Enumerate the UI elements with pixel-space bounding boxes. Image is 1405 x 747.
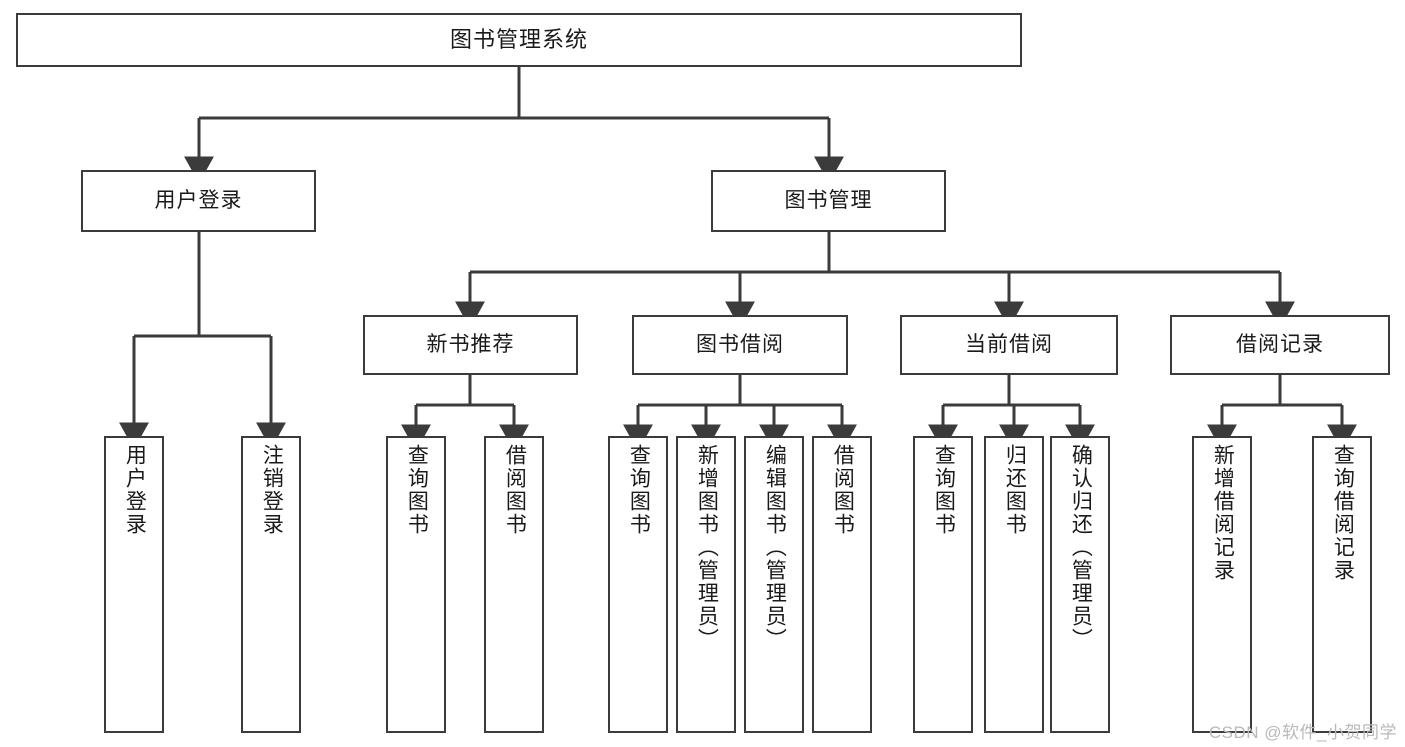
node-leaf-borrow-book-b-label: 借阅图书: [831, 444, 855, 536]
node-user-login[interactable]: 用户登录: [81, 170, 316, 232]
node-leaf-borrow-book-a-label: 借阅图书: [503, 444, 527, 536]
node-book-manage-label: 图书管理: [784, 189, 873, 213]
node-leaf-query-book-a[interactable]: 查询图书: [386, 436, 446, 733]
node-user-login-label: 用户登录: [154, 189, 243, 213]
node-leaf-return-book[interactable]: 归还图书: [984, 436, 1044, 733]
node-new-book-recommend[interactable]: 新书推荐: [363, 315, 578, 375]
node-current-borrow[interactable]: 当前借阅: [900, 315, 1118, 375]
node-leaf-query-record[interactable]: 查询借阅记录: [1312, 436, 1372, 733]
node-leaf-query-book-b[interactable]: 查询图书: [608, 436, 668, 733]
node-leaf-query-book-a-label: 查询图书: [405, 444, 429, 536]
node-leaf-logout[interactable]: 注销登录: [241, 436, 301, 733]
node-new-book-recommend-label: 新书推荐: [426, 333, 515, 357]
node-book-borrow-label: 图书借阅: [696, 333, 784, 357]
node-leaf-query-book-b-label: 查询图书: [627, 444, 651, 536]
node-leaf-add-record[interactable]: 新增借阅记录: [1192, 436, 1252, 733]
node-leaf-confirm-return[interactable]: 确认归还（管理员）: [1050, 436, 1110, 733]
node-borrow-record[interactable]: 借阅记录: [1170, 315, 1390, 375]
node-leaf-return-book-label: 归还图书: [1003, 444, 1027, 536]
node-leaf-logout-label: 注销登录: [260, 444, 284, 536]
node-leaf-user-login[interactable]: 用户登录: [104, 436, 164, 733]
node-root[interactable]: 图书管理系统: [16, 13, 1022, 67]
node-leaf-add-book-label: 新增图书（管理员）: [695, 444, 719, 651]
node-leaf-edit-book-label: 编辑图书（管理员）: [763, 444, 787, 651]
node-leaf-confirm-return-label: 确认归还（管理员）: [1069, 444, 1093, 651]
node-leaf-user-login-label: 用户登录: [123, 444, 147, 536]
node-current-borrow-label: 当前借阅: [965, 333, 1053, 357]
node-borrow-record-label: 借阅记录: [1236, 333, 1324, 357]
node-leaf-query-record-label: 查询借阅记录: [1331, 444, 1355, 582]
node-book-manage[interactable]: 图书管理: [711, 170, 946, 232]
node-leaf-query-book-c[interactable]: 查询图书: [913, 436, 973, 733]
node-leaf-add-record-label: 新增借阅记录: [1211, 444, 1235, 582]
node-root-label: 图书管理系统: [449, 26, 588, 52]
node-leaf-query-book-c-label: 查询图书: [932, 444, 956, 536]
node-book-borrow[interactable]: 图书借阅: [632, 315, 848, 375]
node-leaf-add-book[interactable]: 新增图书（管理员）: [676, 436, 736, 733]
node-leaf-borrow-book-a[interactable]: 借阅图书: [484, 436, 544, 733]
node-leaf-edit-book[interactable]: 编辑图书（管理员）: [744, 436, 804, 733]
node-leaf-borrow-book-b[interactable]: 借阅图书: [812, 436, 872, 733]
